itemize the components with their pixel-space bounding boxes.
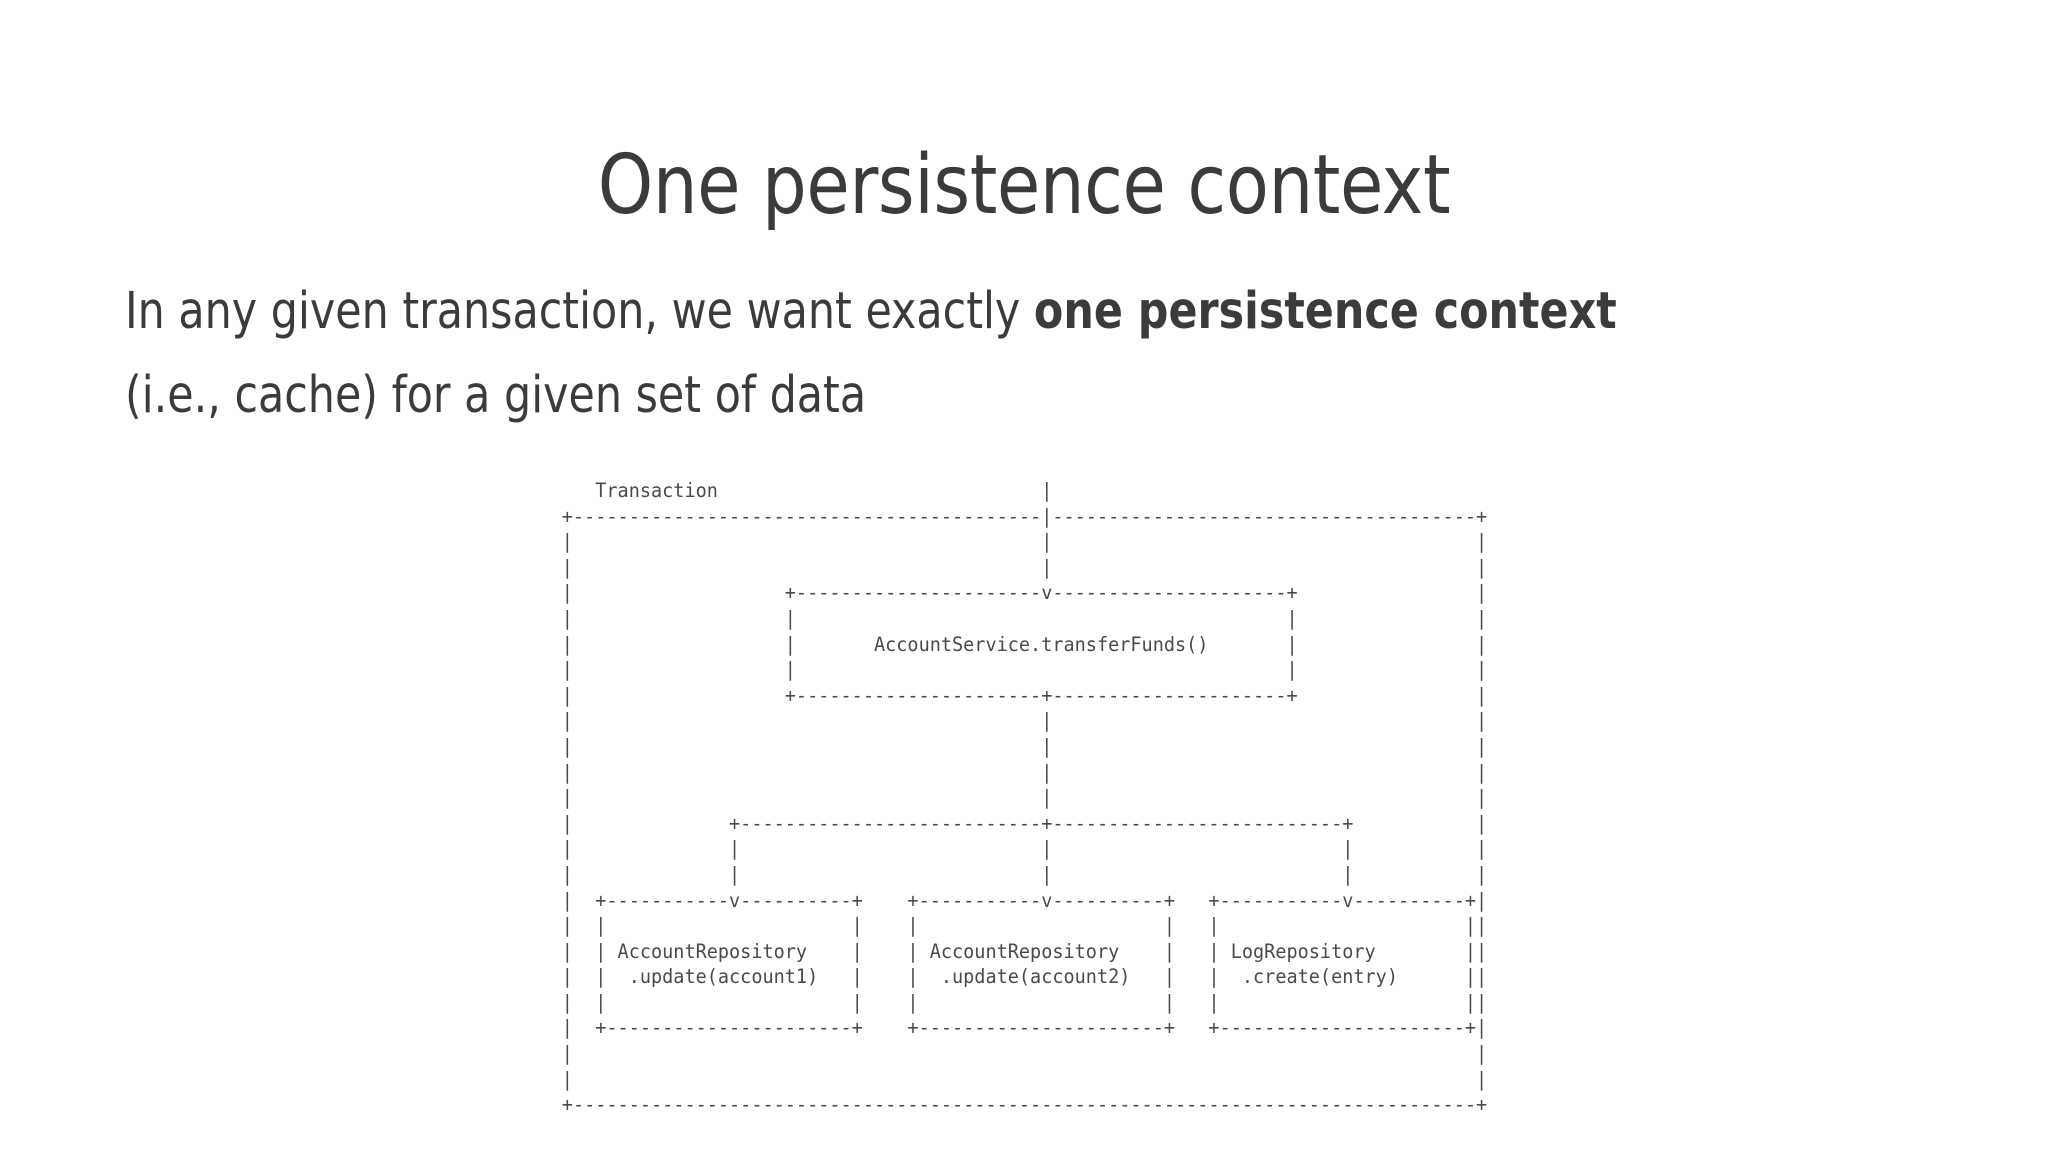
body-line-2: (i.e., cache) for a given set of data <box>125 366 867 425</box>
body-emphasis-text: one persistence context <box>1033 282 1617 341</box>
slide-body-text: In any given transaction, we want exactl… <box>125 270 1662 438</box>
transaction-flow-ascii-diagram: Transaction | +-------------------------… <box>561 479 1487 1117</box>
page-title: One persistence context <box>597 137 1451 233</box>
ascii-diagram-container: Transaction | +-------------------------… <box>0 478 2048 1118</box>
body-line-1: In any given transaction, we want exactl… <box>125 270 1662 354</box>
body-lead-text: In any given transaction, we want exactl… <box>125 282 1034 341</box>
